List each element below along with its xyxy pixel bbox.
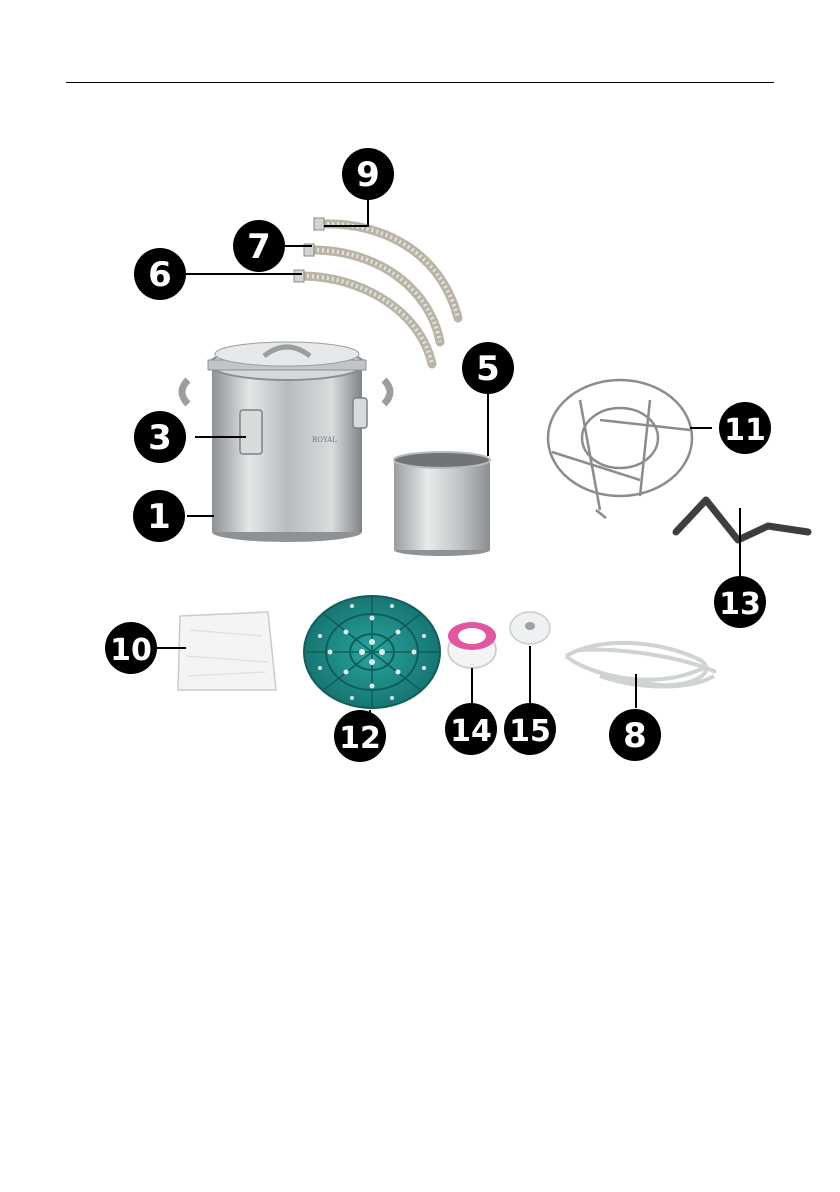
- perforated-plate-icon: [304, 596, 440, 708]
- inner-cup-icon: [394, 452, 490, 556]
- seal-ring-icon: [510, 612, 550, 644]
- part-badge-5: 5: [462, 342, 514, 394]
- badge-number: 12: [339, 721, 381, 756]
- part-badge-10: 10: [105, 622, 157, 674]
- badge-number: 5: [476, 349, 500, 389]
- badge-number: 13: [719, 587, 761, 622]
- badge-number: 14: [450, 714, 492, 749]
- part-badge-3: 3: [134, 411, 186, 463]
- part-badge-1: 1: [133, 490, 185, 542]
- stockpot-icon: ROYAL: [182, 342, 390, 542]
- badge-number: 11: [724, 413, 766, 448]
- ptfe-tape-icon: [448, 622, 496, 668]
- badge-number: 9: [356, 155, 380, 195]
- badge-number: 8: [623, 716, 647, 756]
- part-badge-11: 11: [719, 402, 771, 454]
- badge-number: 1: [147, 497, 171, 537]
- silicone-tube-icon: [566, 643, 716, 687]
- badge-number: 6: [148, 255, 172, 295]
- badge-number: 7: [247, 227, 271, 267]
- part-badge-13: 13: [714, 576, 766, 628]
- part-badge-15: 15: [504, 703, 556, 755]
- part-badge-14: 14: [445, 703, 497, 755]
- badge-number: 10: [110, 633, 152, 668]
- brand-label: ROYAL: [312, 436, 337, 444]
- part-badge-12: 12: [334, 710, 386, 762]
- part-badge-8: 8: [609, 709, 661, 761]
- part-badge-7: 7: [233, 220, 285, 272]
- part-badge-9: 9: [342, 148, 394, 200]
- wire-rack-icon: [548, 380, 692, 518]
- part-badge-6: 6: [134, 248, 186, 300]
- badge-number: 3: [148, 418, 172, 458]
- badge-number: 15: [509, 714, 551, 749]
- filter-bag-icon: [178, 612, 276, 690]
- hook-icon: [676, 500, 808, 540]
